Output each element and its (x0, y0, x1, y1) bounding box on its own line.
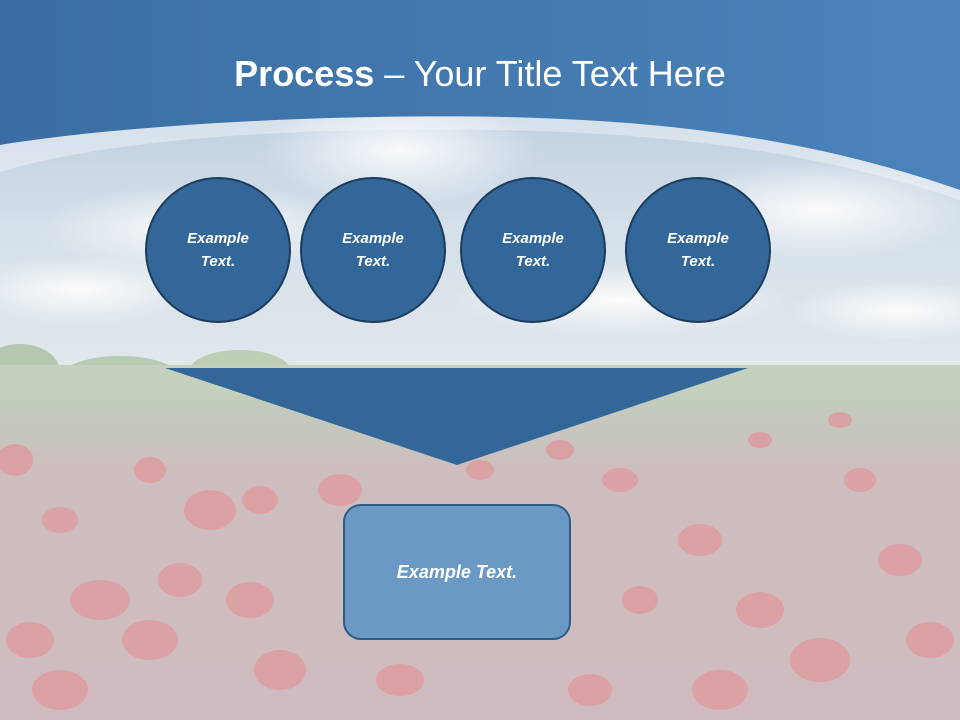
circle-3-line1: Example (502, 230, 564, 247)
title-rest: – Your Title Text Here (374, 53, 726, 94)
result-box-text: Example Text. (396, 561, 518, 582)
circle-3-line2: Text. (515, 253, 551, 270)
circle-2-line1: Example (342, 230, 404, 247)
result-box[interactable]: Example Text. (343, 504, 571, 640)
slide-title: Process – Your Title Text Here (0, 52, 960, 96)
circle-1-line2: Text. (200, 253, 236, 270)
circle-1-line1: Example (187, 230, 249, 247)
circle-4-line2: Text. (680, 253, 716, 270)
title-bold: Process (234, 53, 375, 94)
circle-2-line2: Text. (355, 253, 391, 270)
circle-4-line1: Example (667, 230, 729, 247)
